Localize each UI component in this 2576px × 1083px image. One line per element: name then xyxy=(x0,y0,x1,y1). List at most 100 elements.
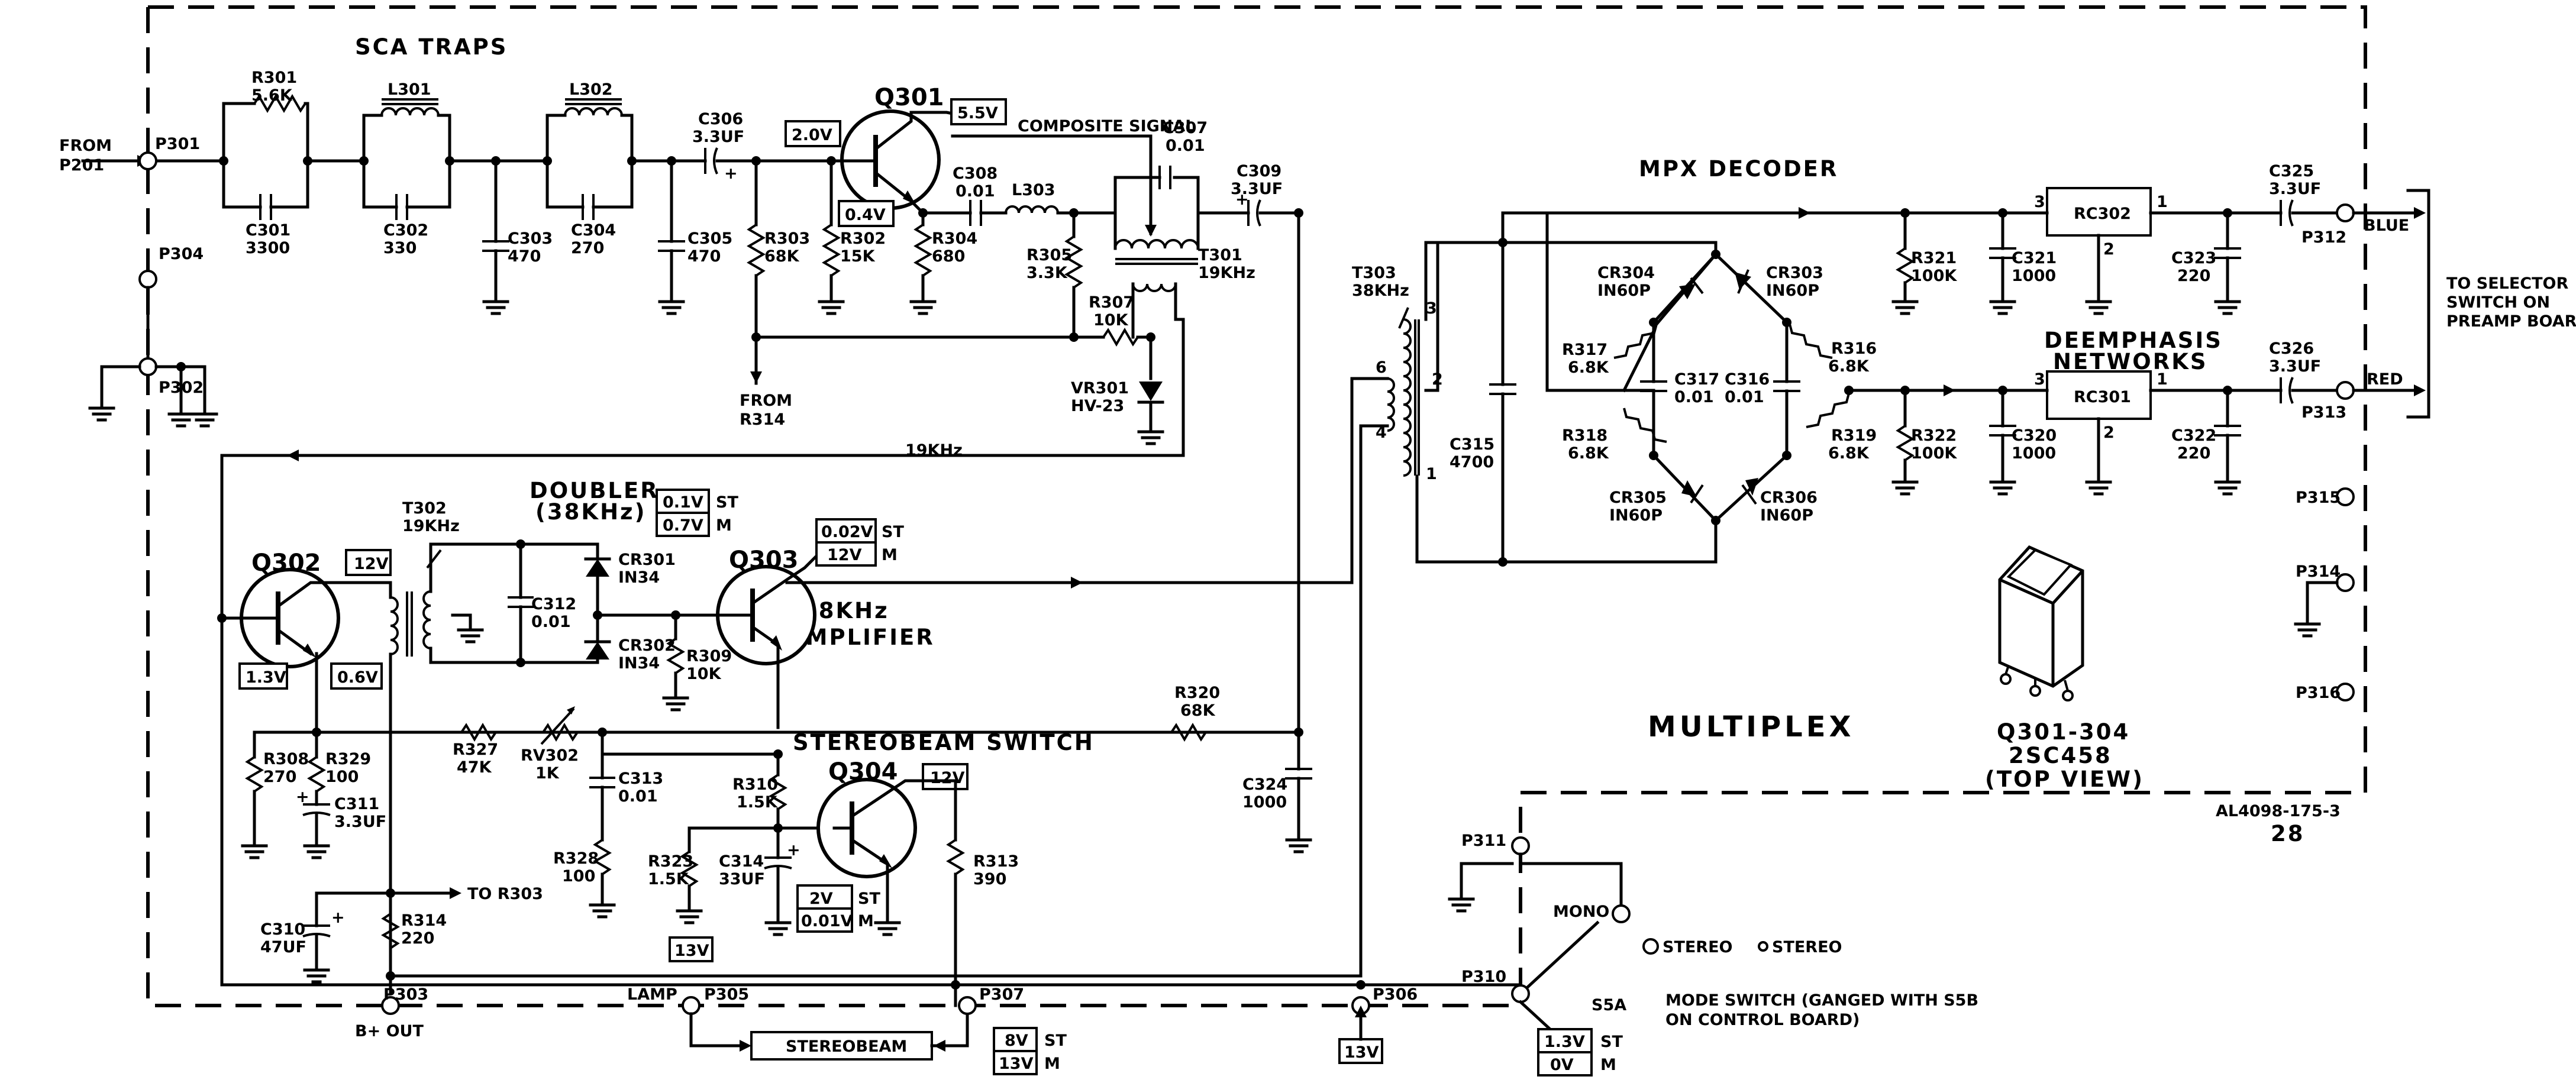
port-p307-label: P307 xyxy=(979,985,1024,1004)
title-multiplex: MULTIPLEX xyxy=(1648,710,1855,743)
q303-collector-voltage-m: 12V xyxy=(827,546,862,564)
r318-ref: R318 xyxy=(1562,426,1607,445)
cr306-value: IN60P xyxy=(1760,506,1813,525)
q-note-3: (TOP VIEW) xyxy=(1985,767,2144,792)
r320-value: 68K xyxy=(1180,701,1216,720)
port-p315[interactable] xyxy=(2336,487,2355,506)
port-p310[interactable] xyxy=(1511,984,1530,1003)
cr304-value: IN60P xyxy=(1597,282,1651,300)
r317-ref: R317 xyxy=(1562,341,1607,359)
r310-value: 1.5K xyxy=(737,793,778,812)
r329-ref: R329 xyxy=(325,750,371,768)
port-p311-label: P311 xyxy=(1461,832,1506,850)
svg-text:+: + xyxy=(331,909,345,927)
c321-value: 1000 xyxy=(2012,267,2056,285)
port-p307[interactable] xyxy=(958,996,977,1015)
r304-value: 680 xyxy=(932,247,965,266)
c309-ref: C309 xyxy=(1237,162,1281,180)
c317-ref: C317 xyxy=(1674,370,1719,389)
q304-stage: R310 1.5K R323 1.5K + C314 33UF Q304 12V… xyxy=(648,752,1019,1007)
port-p302[interactable] xyxy=(138,357,157,376)
title-doubler-freq: (38KHz) xyxy=(535,499,646,525)
title-stereobeam-switch: STEREOBEAM SWITCH xyxy=(793,730,1095,755)
c308-value: 0.01 xyxy=(955,182,995,201)
r313-value: 390 xyxy=(973,870,1006,888)
port-p311[interactable] xyxy=(1511,836,1530,855)
c315-value: 4700 xyxy=(1450,453,1494,471)
c310-ref: C310 xyxy=(260,920,305,939)
mode-switch-stereo-contact[interactable] xyxy=(1642,938,1659,955)
r303-value: 68K xyxy=(764,247,800,266)
r327-value: 47K xyxy=(457,758,492,777)
svg-text:ST: ST xyxy=(1044,1032,1067,1050)
mode-switch-mono-contact[interactable] xyxy=(1612,904,1631,923)
c315-ref: C315 xyxy=(1450,435,1494,454)
port-p313[interactable] xyxy=(2336,381,2355,400)
cr306-ref: CR306 xyxy=(1760,489,1818,507)
stereobeam-lamp xyxy=(750,1031,933,1061)
mode-switch-lever[interactable] xyxy=(1518,920,1600,996)
doubler-section: Q302 12V 1.3V 0.6V T302 19KHz C312 0.01 xyxy=(217,211,1300,987)
cr302-value: IN34 xyxy=(618,654,660,673)
r308-value: 270 xyxy=(263,768,296,786)
drawing-number: AL4098-175-3 xyxy=(2216,802,2341,820)
port-p316[interactable] xyxy=(2336,683,2355,701)
cr303-value: IN60P xyxy=(1766,282,1819,300)
r321-ref: R321 xyxy=(1911,249,1957,267)
r322-ref: R322 xyxy=(1911,426,1957,445)
label-red: RED xyxy=(2367,370,2403,389)
c316-ref: C316 xyxy=(1725,370,1770,389)
rv302-ref: RV302 xyxy=(521,746,579,765)
q302-base-voltage: 1.3V xyxy=(246,668,286,687)
c309-value: 3.3UF xyxy=(1231,180,1283,198)
svg-text:+: + xyxy=(296,788,309,806)
svg-text:+: + xyxy=(724,164,738,183)
l302-ref: L302 xyxy=(569,80,613,99)
r314-value: 220 xyxy=(401,929,434,948)
q301-emitter-voltage: 0.4V xyxy=(845,206,886,224)
voltage-13v-bus: 13V xyxy=(674,942,709,960)
c324-ref: C324 xyxy=(1242,775,1287,794)
port-p305[interactable] xyxy=(682,996,701,1015)
port-p304[interactable] xyxy=(138,270,157,289)
c304-value: 270 xyxy=(571,239,604,257)
r317-value: 6.8K xyxy=(1568,358,1609,377)
title-mpx-decoder: MPX DECODER xyxy=(1639,156,1838,182)
q304-transistor xyxy=(816,778,917,878)
cr302-ref: CR302 xyxy=(618,636,676,655)
port-p301[interactable] xyxy=(138,151,157,170)
c306-ref: C306 xyxy=(698,110,743,128)
r329-value: 100 xyxy=(325,768,359,786)
vr301-ref: VR301 xyxy=(1071,379,1129,397)
c316-value: 0.01 xyxy=(1725,388,1764,406)
q303-base-voltage-st: 0.1V xyxy=(663,493,703,512)
board-outline xyxy=(146,5,2367,1007)
c308-ref: C308 xyxy=(953,164,998,183)
svg-text:M: M xyxy=(716,516,732,535)
c302-ref: C302 xyxy=(383,221,428,240)
port-p306-label: P306 xyxy=(1373,985,1418,1004)
t302-value: 19KHz xyxy=(402,517,460,535)
c307-value: 0.01 xyxy=(1166,137,1205,155)
port-p312[interactable] xyxy=(2336,203,2355,222)
c314-ref: C314 xyxy=(719,852,764,871)
q301-ref: Q301 xyxy=(874,84,944,111)
r301-ref: R301 xyxy=(251,69,297,87)
c301-ref: C301 xyxy=(246,221,290,240)
svg-text:3: 3 xyxy=(1426,299,1437,318)
supply-section: TO R303 R314 220 + C310 47UF 13V P303 B+… xyxy=(220,424,1522,1075)
svg-text:1: 1 xyxy=(1426,465,1437,483)
svg-text:3: 3 xyxy=(2034,370,2045,389)
c313-ref: C313 xyxy=(618,770,663,788)
r322-value: 100K xyxy=(1911,444,1957,463)
svg-text:M: M xyxy=(1044,1055,1060,1073)
svg-text:+: + xyxy=(787,841,800,859)
r309-ref: R309 xyxy=(686,647,732,665)
r328-value: 100 xyxy=(562,867,595,885)
cr301-value: IN34 xyxy=(618,568,660,587)
t303-ref: T303 xyxy=(1352,264,1396,282)
svg-text:1: 1 xyxy=(2157,193,2168,211)
q-note-2: 2SC458 xyxy=(2009,743,2112,768)
l303-ref: L303 xyxy=(1012,181,1055,199)
port-p303[interactable] xyxy=(381,996,400,1015)
